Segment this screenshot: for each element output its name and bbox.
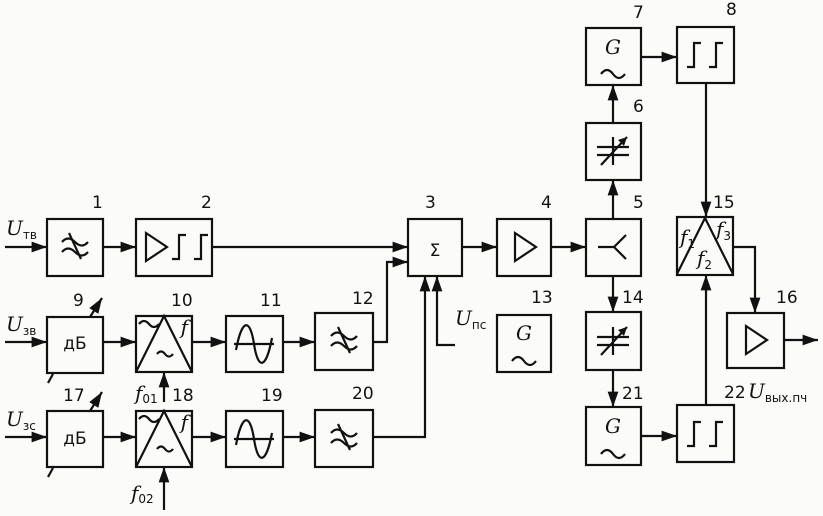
- splitter-icon: [598, 234, 627, 260]
- svg-text:Σ: Σ: [430, 241, 441, 261]
- svg-text:G: G: [605, 35, 621, 59]
- block-15-mixer: f1 f2 f3: [675, 215, 735, 277]
- block-8-limiter: [675, 25, 736, 85]
- svg-text:6: 6: [633, 97, 644, 117]
- block-19-sine-shaper: [224, 409, 285, 469]
- svg-text:18: 18: [172, 386, 194, 406]
- svg-text:20: 20: [352, 384, 374, 404]
- svg-text:2: 2: [201, 193, 212, 213]
- input-u-zv-label: Uзв: [6, 312, 36, 338]
- input-u-ps-label: Uпс: [455, 306, 486, 332]
- svg-text:15: 15: [713, 193, 735, 213]
- svg-text:14: 14: [622, 288, 644, 308]
- signal-labels: Uтв Uзв Uзс Uпс Uвых.пч f01 f02: [6, 216, 807, 506]
- block-17-attenuator: дБ: [45, 409, 105, 469]
- output-u-label: Uвых.пч: [748, 379, 807, 405]
- svg-text:G: G: [516, 321, 532, 345]
- svg-text:1: 1: [92, 193, 103, 213]
- block-13-generator: G: [495, 313, 553, 374]
- svg-text:13: 13: [531, 288, 553, 308]
- block-16-amplifier: [725, 311, 786, 370]
- svg-text:17: 17: [63, 386, 85, 406]
- svg-text:12: 12: [352, 289, 374, 309]
- block-18-mixer: f: [134, 409, 194, 469]
- block-11-sine-shaper: [224, 314, 285, 374]
- block-9-attenuator: дБ: [45, 315, 105, 375]
- block-6-variable-capacitor: [584, 121, 643, 182]
- block-12-bandpass-filter: [313, 311, 375, 372]
- f02-label: f02: [129, 481, 154, 506]
- block-numbers: 1 2 3 4 5 6 7 8 9 10 11 12 13 14 15 16 1…: [63, 0, 798, 406]
- block-20-bandpass-filter: [313, 408, 375, 469]
- block-7-generator: G: [584, 26, 643, 87]
- svg-text:7: 7: [633, 3, 644, 23]
- block-14-variable-capacitor: [584, 310, 643, 372]
- svg-text:11: 11: [260, 291, 282, 311]
- svg-text:9: 9: [73, 291, 84, 311]
- block-5-splitter: [584, 217, 643, 278]
- block-3-summator: Σ: [406, 217, 464, 278]
- block-2-amplifier-limiter: [134, 217, 214, 278]
- svg-text:10: 10: [171, 291, 193, 311]
- signal-wires: [5, 51, 818, 510]
- svg-text:дБ: дБ: [63, 429, 86, 449]
- block-1-bandpass-filter: [45, 217, 105, 278]
- input-u-zs-label: Uзс: [6, 407, 36, 433]
- svg-text:дБ: дБ: [63, 334, 86, 354]
- block-22-limiter: [675, 403, 736, 464]
- block-10-mixer: f: [134, 314, 194, 374]
- svg-text:22: 22: [724, 383, 746, 403]
- svg-text:19: 19: [261, 386, 283, 406]
- svg-text:5: 5: [633, 193, 644, 213]
- svg-text:8: 8: [726, 0, 737, 20]
- block-4-amplifier: [495, 217, 553, 278]
- svg-text:4: 4: [541, 193, 552, 213]
- svg-text:G: G: [605, 414, 621, 438]
- f01-label: f01: [133, 381, 158, 406]
- svg-text:21: 21: [622, 384, 644, 404]
- input-u-tv-label: Uтв: [6, 216, 37, 242]
- svg-text:3: 3: [425, 193, 436, 213]
- block-21-generator: G: [584, 405, 643, 467]
- svg-text:16: 16: [776, 288, 798, 308]
